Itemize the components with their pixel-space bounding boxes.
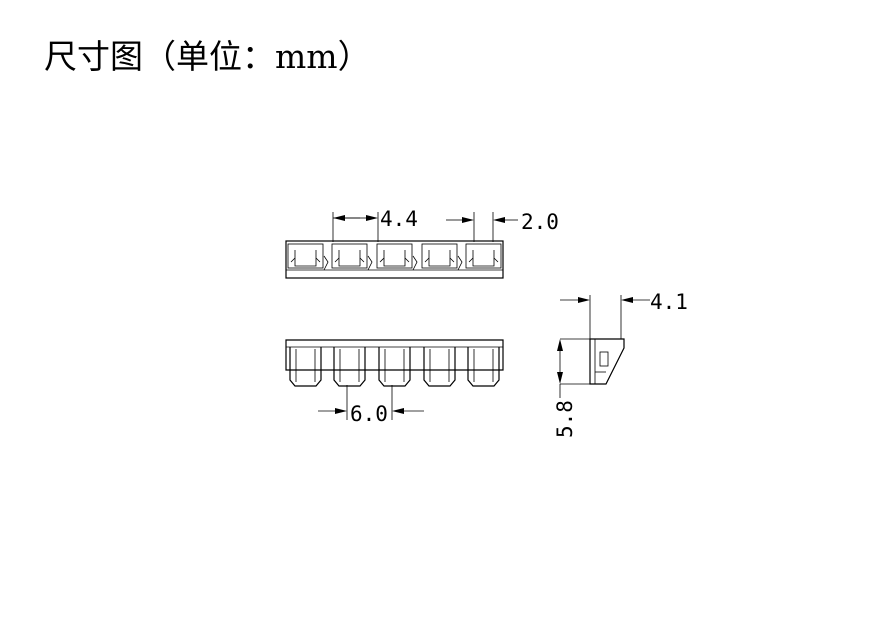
front-tooth [333,347,366,387]
top-slot [287,243,329,271]
dim-pitch-top: 4.4 [332,207,418,242]
dim-label-5-8: 5.8 [553,400,577,438]
top-view-outline [285,240,504,279]
dim-label-4-1: 4.1 [650,290,688,314]
side-view-outline [589,338,625,385]
front-view [285,339,504,387]
top-view [285,240,504,279]
dim-slot-width: 2.0 [446,210,559,242]
front-view-outline [285,339,504,371]
front-tooth [378,347,411,387]
front-tooth [423,347,456,387]
top-slot [331,243,373,271]
side-view [560,338,625,385]
dim-pitch-front: 6.0 [318,385,424,426]
front-tooth [467,347,500,387]
dim-side-thickness: 4.1 [560,290,688,339]
front-tooth [289,347,322,387]
top-slot [421,243,463,271]
top-slot [465,243,502,269]
dim-height: 5.8 [553,339,577,438]
dim-label-6-0: 6.0 [350,402,388,426]
page-title: 尺寸图（单位：mm） [44,37,371,76]
top-slot [376,243,418,271]
dim-label-2-0: 2.0 [521,210,559,234]
dim-label-4-4: 4.4 [380,207,418,231]
